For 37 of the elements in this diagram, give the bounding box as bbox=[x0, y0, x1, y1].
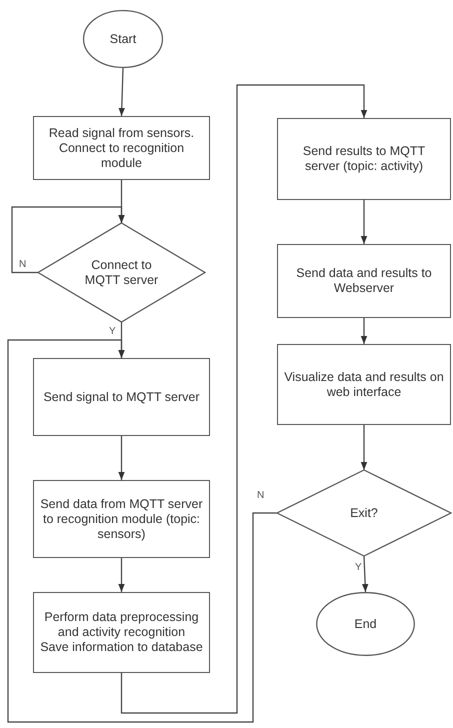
arrow bbox=[360, 425, 368, 470]
arrow bbox=[118, 68, 125, 116]
arrow bbox=[362, 556, 368, 592]
arrow bbox=[11, 206, 125, 274]
node-text: Perform data preprocessing and activity recognition bbox=[43, 610, 200, 640]
edge-label: Y bbox=[108, 326, 117, 337]
process-box bbox=[277, 344, 451, 425]
node-text: Start bbox=[110, 32, 136, 46]
decision-diamond bbox=[277, 470, 451, 556]
node-text: Connect to MQTT server bbox=[84, 258, 160, 288]
edge-label: N bbox=[256, 490, 266, 501]
process-box bbox=[33, 592, 210, 673]
arrow bbox=[118, 436, 125, 480]
node-text: Exit? bbox=[350, 506, 378, 520]
arrow bbox=[7, 339, 277, 723]
process-box bbox=[33, 480, 210, 558]
process-box bbox=[33, 116, 210, 180]
terminal-ellipse bbox=[316, 592, 415, 656]
node-text: Send data from MQTT server to recognition module (topic: sensors) bbox=[40, 496, 203, 542]
edge-label: Y bbox=[354, 562, 363, 573]
process-box bbox=[33, 358, 210, 436]
node-text: Send results to MQTT server (topic: activity) bbox=[302, 144, 426, 174]
process-box bbox=[277, 118, 451, 200]
node-text: Read signal from sensors. Connect to recognition module bbox=[48, 126, 196, 170]
node-text: Visualize data and results on web interface bbox=[284, 370, 444, 400]
arrow bbox=[120, 84, 368, 714]
node-text: Send signal to MQTT server bbox=[43, 390, 200, 404]
arrow bbox=[118, 558, 125, 592]
decision-diamond bbox=[38, 223, 205, 322]
arrow bbox=[360, 200, 368, 244]
node-text: End bbox=[354, 616, 377, 632]
terminal-ellipse bbox=[83, 10, 163, 68]
node-text: Send data and results to Webserver bbox=[295, 266, 433, 296]
arrow bbox=[360, 318, 368, 344]
node-text: Save information to database bbox=[40, 640, 203, 655]
edge-label: N bbox=[18, 259, 28, 270]
process-box bbox=[277, 244, 451, 318]
